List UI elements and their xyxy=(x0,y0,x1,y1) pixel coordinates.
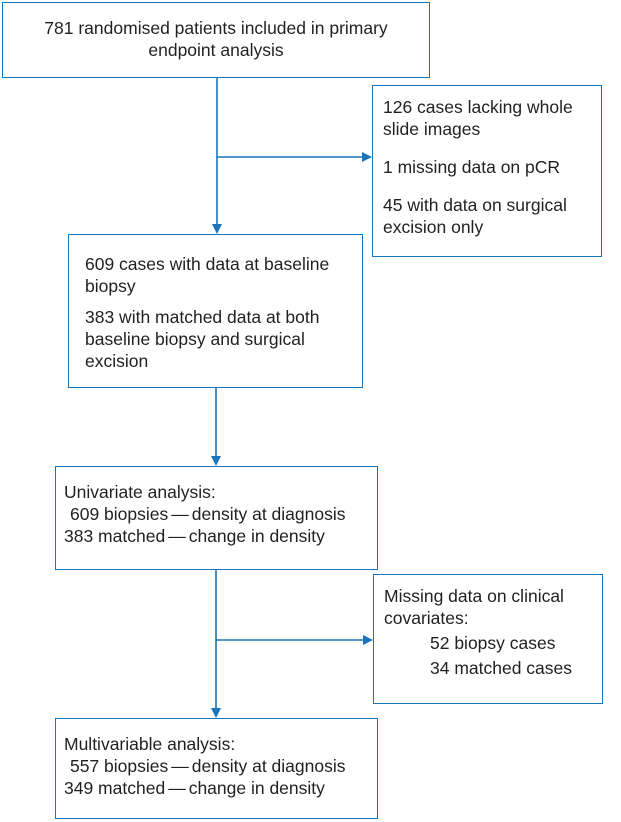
multivariable-row: 349 matched—change in density xyxy=(64,777,377,799)
exclusion-box-1: 126 cases lacking whole slide images 1 m… xyxy=(372,85,602,257)
multivariable-title: Multivariable analysis: xyxy=(64,734,236,754)
multivariable-row-desc: density at diagnosis xyxy=(191,756,346,776)
multivariable-row-desc: change in density xyxy=(188,778,325,798)
cohort-item2-line1: 383 with matched data at both xyxy=(85,307,320,327)
row-dash: — xyxy=(168,778,186,798)
multivariable-row: 557 biopsies—density at diagnosis xyxy=(64,755,377,777)
start-line2: endpoint analysis xyxy=(148,40,284,60)
cohort-box: 609 cases with data at baseline biopsy 3… xyxy=(68,234,363,388)
univariate-title: Univariate analysis: xyxy=(64,482,216,502)
univariate-row: 609 biopsies—density at diagnosis xyxy=(64,503,377,525)
exclusion2-title-line1: Missing data on clinical xyxy=(384,586,564,606)
exclusion1-item2: 1 missing data on pCR xyxy=(383,157,561,177)
start-line1: 781 randomised patients included in prim… xyxy=(44,18,388,38)
multivariable-box: Multivariable analysis: 557 biopsies—den… xyxy=(55,718,378,819)
univariate-box: Univariate analysis: 609 biopsies—densit… xyxy=(55,466,378,570)
exclusion1-item1-line1: 126 cases lacking whole xyxy=(383,97,573,117)
exclusion1-item1-line2: slide images xyxy=(383,119,481,139)
row-dash: — xyxy=(168,526,186,546)
univariate-row-desc: density at diagnosis xyxy=(191,504,346,524)
row-dash: — xyxy=(171,504,189,524)
exclusion1-item3-line1: 45 with data on surgical xyxy=(383,195,567,215)
univariate-row: 383 matched—change in density xyxy=(64,525,377,547)
multivariable-row-count: 349 matched xyxy=(64,778,166,798)
multivariable-row-count: 557 biopsies xyxy=(70,756,169,776)
univariate-row-desc: change in density xyxy=(188,526,325,546)
cohort-item1-line1: 609 cases with data at baseline xyxy=(85,254,330,274)
exclusion2-item2: 34 matched cases xyxy=(430,658,573,678)
univariate-row-count: 609 biopsies xyxy=(70,504,169,524)
start-box: 781 randomised patients included in prim… xyxy=(2,2,430,78)
exclusion-box-2: Missing data on clinical covariates: 52 … xyxy=(373,574,603,704)
cohort-item1-line2: biopsy xyxy=(85,276,136,296)
exclusion2-item1: 52 biopsy cases xyxy=(430,633,556,653)
univariate-row-count: 383 matched xyxy=(64,526,166,546)
exclusion2-title-line2: covariates: xyxy=(384,608,469,628)
exclusion1-item3-line2: excision only xyxy=(383,217,484,237)
row-dash: — xyxy=(171,756,189,776)
cohort-item2-line3: excision xyxy=(85,351,149,371)
cohort-item2-line2: baseline biopsy and surgical xyxy=(85,329,305,349)
